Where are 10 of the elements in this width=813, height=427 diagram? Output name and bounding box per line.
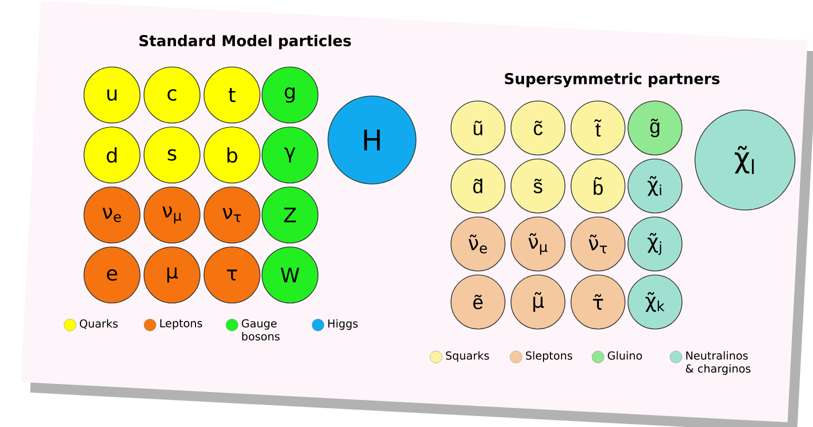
legend-label: Neutralinos & charginos — [686, 351, 750, 375]
legend-label: Quarks — [80, 319, 118, 329]
legend-label: Gluino — [608, 351, 642, 360]
legend-label: Sleptons — [526, 351, 572, 362]
legend-label: Squarks — [446, 351, 489, 362]
heading: Supersymmetric partners — [504, 72, 720, 88]
legend-label: Higgs — [328, 319, 358, 330]
legend-label: Leptons — [160, 319, 202, 330]
heading: Standard Model particles — [140, 34, 351, 50]
legend-label: Gauge bosons — [242, 319, 280, 340]
